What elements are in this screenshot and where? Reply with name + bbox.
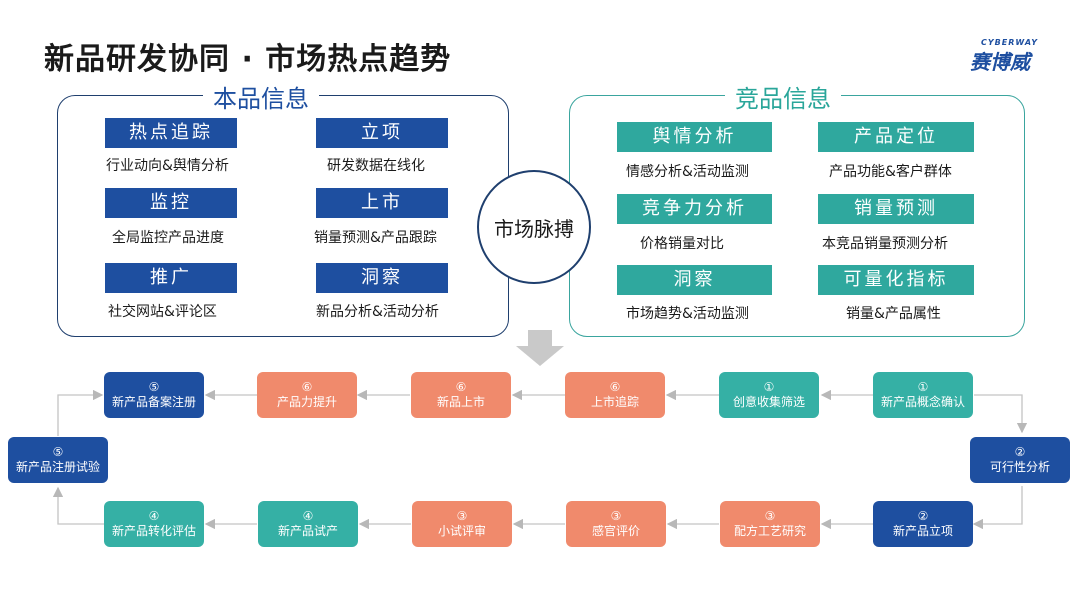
label-promotion: 推广 (105, 263, 237, 293)
label-launch: 上市 (316, 188, 448, 218)
desc-hotspot-tracking: 行业动向&舆情分析 (106, 158, 229, 174)
desc-sentiment-analysis: 情感分析&活动监测 (626, 164, 749, 180)
label-project-approval: 立项 (316, 118, 448, 148)
desc-competitor-insight: 市场趋势&活动监测 (626, 306, 749, 322)
own-product-panel: 本品信息 (57, 79, 509, 337)
desc-monitoring: 全局监控产品进度 (112, 230, 224, 246)
brand-logo: CYBERWAY 赛博威 (968, 38, 1048, 74)
logo-wordmark: CYBERWAY (981, 38, 1038, 47)
label-monitoring: 监控 (105, 188, 237, 218)
desc-positioning: 产品功能&客户群体 (829, 164, 952, 180)
label-competitiveness: 竞争力分析 (617, 194, 772, 224)
page-title: 新品研发协同 · 市场热点趋势 (44, 42, 452, 77)
label-sales-forecast: 销量预测 (818, 194, 974, 224)
label-positioning: 产品定位 (818, 122, 974, 152)
competitor-panel: 竞品信息 (569, 79, 1025, 337)
desc-competitiveness: 价格销量对比 (640, 236, 724, 252)
desc-promotion: 社交网站&评论区 (108, 304, 217, 320)
own-product-panel-title: 本品信息 (203, 79, 319, 114)
label-competitor-insight: 洞察 (617, 265, 772, 295)
competitor-panel-title: 竞品信息 (725, 79, 841, 114)
desc-quantifiable-metrics: 销量&产品属性 (846, 306, 941, 322)
down-arrow-icon (516, 330, 564, 366)
desc-project-approval: 研发数据在线化 (327, 158, 425, 174)
label-hotspot-tracking: 热点追踪 (105, 118, 237, 148)
desc-sales-forecast: 本竞品销量预测分析 (822, 236, 948, 252)
logo-text: 赛博威 (970, 50, 1030, 74)
desc-insight: 新品分析&活动分析 (316, 304, 439, 320)
market-pulse-hub: 市场脉搏 (477, 170, 591, 284)
desc-launch: 销量预测&产品跟踪 (314, 230, 437, 246)
label-quantifiable-metrics: 可量化指标 (818, 265, 974, 295)
label-sentiment-analysis: 舆情分析 (617, 122, 772, 152)
label-insight: 洞察 (316, 263, 448, 293)
